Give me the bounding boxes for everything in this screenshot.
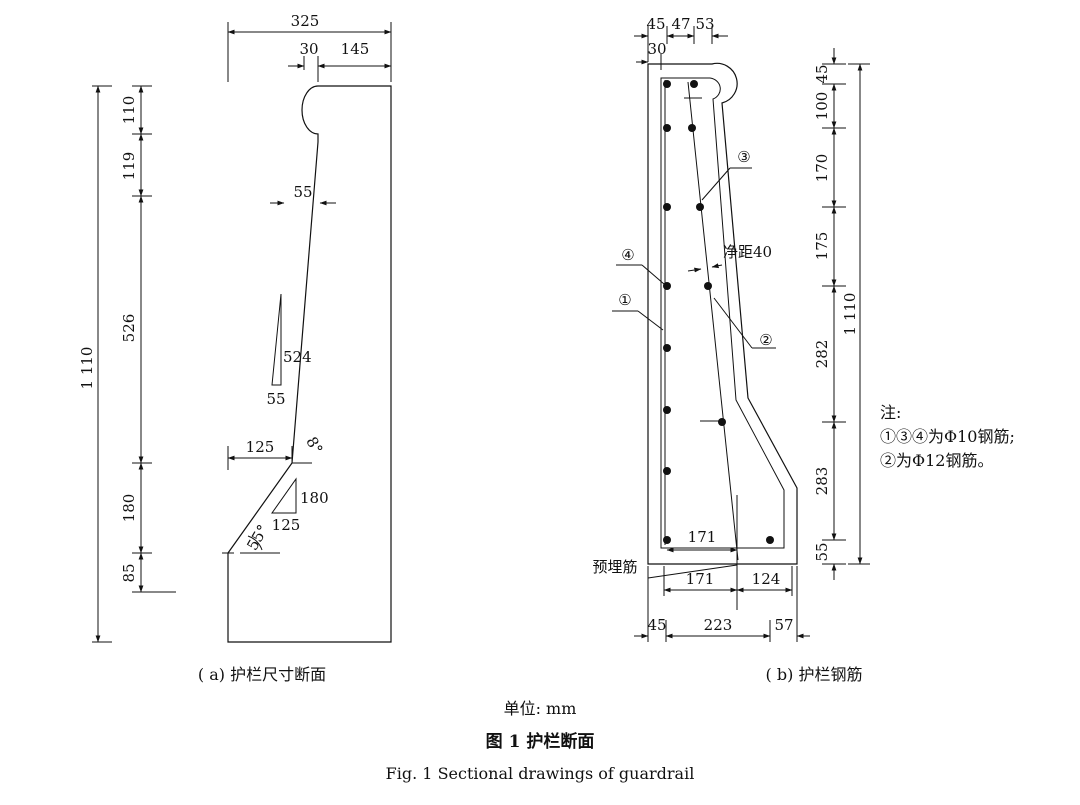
dim-b-total: 1 110: [841, 293, 859, 336]
dim-a-125-tri: 125: [272, 516, 301, 534]
label-rebar-2: ②: [759, 331, 772, 349]
dim-b-171-bottom: 171: [686, 570, 715, 588]
dim-a-85: 85: [120, 563, 138, 582]
right-dimension-chain: [822, 48, 846, 580]
rebar-dots: [663, 80, 774, 544]
dim-b-r-282: 282: [813, 340, 831, 369]
rebar-2-inclined: [687, 81, 739, 561]
dim-a-55-slope: 55: [266, 390, 285, 408]
dim-a-145: 145: [341, 40, 370, 58]
panel-a-dimension-section: 325 30 145 1 110 110 119 526 180 85 55: [78, 12, 392, 684]
dim-b-r-170: 170: [813, 154, 831, 183]
note-line-1: ①③④为Φ10钢筋;: [880, 427, 1015, 446]
dim-a-total: 1 110: [78, 347, 96, 390]
dim-b-45-bottom: 45: [647, 616, 666, 634]
dim-a-125-top: 125: [246, 438, 275, 456]
note-title: 注:: [880, 403, 901, 422]
dim-a-526: 526: [120, 314, 138, 343]
dim-a-180-tri: 180: [300, 489, 329, 507]
dim-b-30: 30: [647, 40, 666, 58]
guardrail-outline-b: [647, 62, 798, 565]
caption-a: ( a) 护栏尺寸断面: [198, 665, 326, 684]
dim-a-119: 119: [120, 152, 138, 181]
figure-title-cn: 图 1 护栏断面: [486, 731, 595, 752]
dim-b-45: 45: [646, 15, 665, 33]
dim-b-171-inner: 171: [688, 528, 717, 546]
label-rebar-1: ①: [618, 291, 631, 309]
dim-a-110: 110: [120, 96, 138, 125]
dim-a-180: 180: [120, 494, 138, 523]
dim-b-r-100: 100: [813, 92, 831, 121]
caption-b: ( b) 护栏钢筋: [766, 665, 863, 684]
unit-label: 单位: mm: [504, 699, 577, 718]
dim-b-124: 124: [752, 570, 781, 588]
dim-b-47: 47: [671, 15, 690, 33]
dim-a-524: 524: [283, 348, 312, 366]
label-embedded-bar: 预埋筋: [592, 558, 637, 576]
dim-a-55-top: 55: [293, 183, 312, 201]
panel-b-rebar-section: 45 47 53 30 45 100 170 175 282 28: [592, 15, 1014, 684]
dim-b-223: 223: [704, 616, 733, 634]
dim-b-53: 53: [695, 15, 714, 33]
dim-a-325: 325: [291, 12, 320, 30]
dim-a-8deg: 8°: [302, 434, 326, 458]
label-rebar-3: ③: [737, 148, 750, 166]
label-clear-spacing: 净距40: [723, 243, 772, 261]
dim-b-r-175: 175: [813, 232, 831, 261]
figure-title-en: Fig. 1 Sectional drawings of guardrail: [386, 764, 695, 783]
dim-b-57: 57: [774, 616, 793, 634]
dim-a-30: 30: [299, 40, 318, 58]
dim-b-r-45: 45: [813, 64, 831, 83]
dim-b-r-55: 55: [813, 542, 831, 561]
rebar-4-stirrup: [660, 77, 785, 549]
note-line-2: ②为Φ12钢筋。: [880, 451, 993, 470]
label-rebar-4: ④: [621, 246, 634, 264]
dim-b-r-283: 283: [813, 467, 831, 496]
guardrail-outline-a: [227, 85, 392, 643]
